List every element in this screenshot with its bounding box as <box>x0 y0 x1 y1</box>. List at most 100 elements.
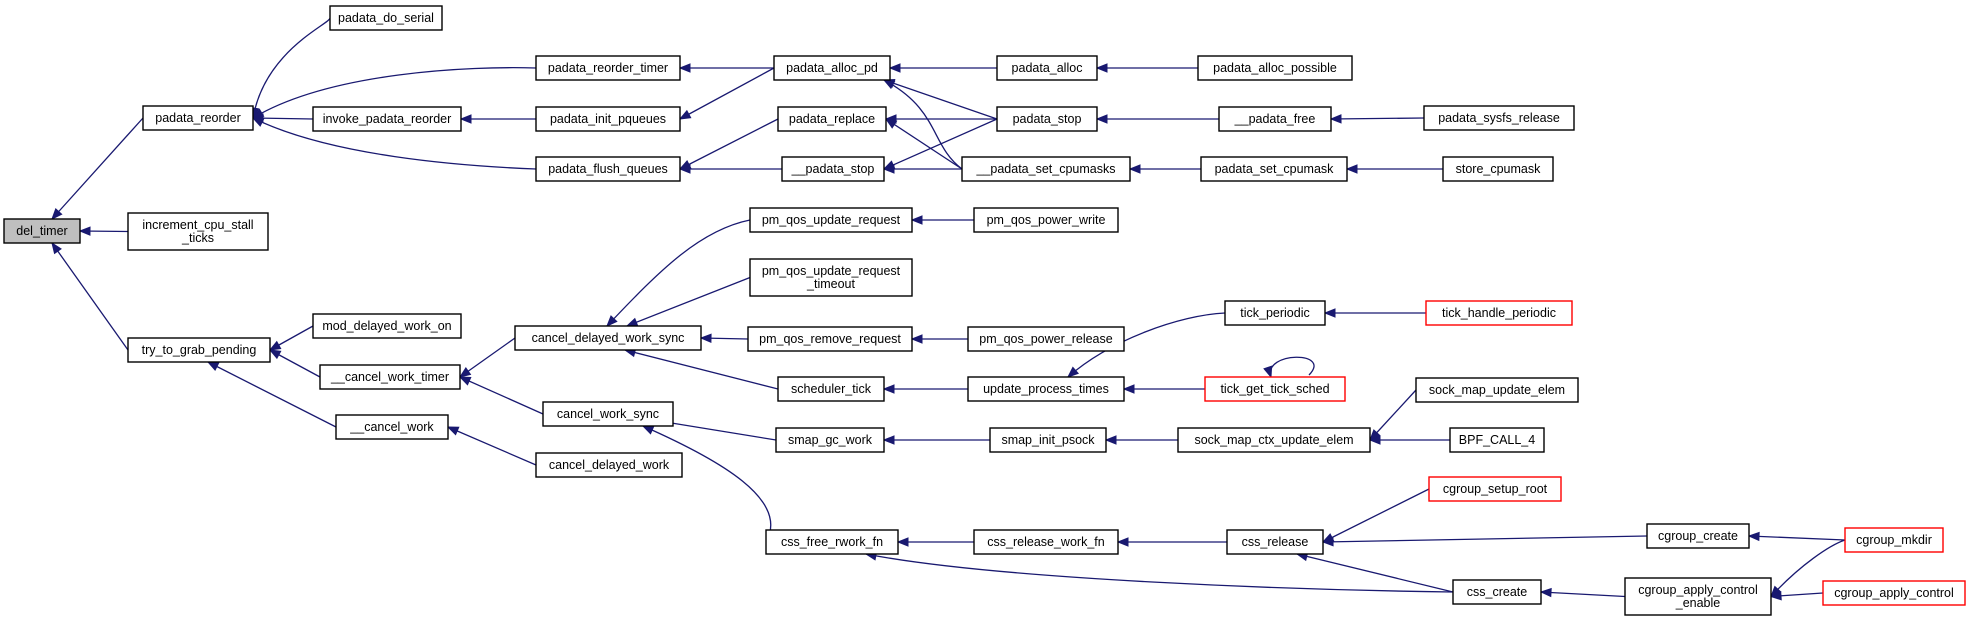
node-pm-qos-update-request-timeout[interactable]: pm_qos_update_request_timeout <box>749 258 913 297</box>
node-del-timer[interactable]: del_timer <box>3 218 81 244</box>
node-label: cgroup_setup_root <box>1443 482 1548 496</box>
edge-line <box>51 117 144 220</box>
edge-line <box>885 118 963 170</box>
arrowhead-icon <box>641 425 655 435</box>
edge-cancel_work_sync-to-__cancel_work_timer <box>458 376 544 415</box>
node-box <box>1822 580 1966 606</box>
node-padata-stop[interactable]: padata_stop <box>996 106 1098 132</box>
node-pm-qos-update-request[interactable]: pm_qos_update_request <box>749 207 913 233</box>
node-update-process-times[interactable]: update_process_times <box>967 376 1125 402</box>
node-sock-map-update-elem[interactable]: sock_map_update_elem <box>1415 377 1579 403</box>
edge-__padata_free-to-padata_stop <box>1095 114 1219 124</box>
arrowhead-icon <box>910 215 923 225</box>
node-scheduler-tick[interactable]: scheduler_tick <box>777 376 885 402</box>
edge-line <box>459 337 516 378</box>
edge-tick_handle_periodic-to-tick_periodic <box>1323 308 1426 318</box>
arrowhead-icon <box>51 208 63 221</box>
node-sock-map-ctx-update-elem[interactable]: sock_map_ctx_update_elem <box>1177 427 1371 453</box>
node-cancel-work-sync[interactable]: cancel_work_sync <box>542 401 674 427</box>
node-padata-set-cpumask[interactable]: padata_set_cpumask <box>1200 156 1348 182</box>
node-padata-free[interactable]: __padata_free <box>1218 106 1332 132</box>
node-box <box>127 337 271 363</box>
edge-css_release-to-css_release_work_fn <box>1116 537 1227 547</box>
node-padata-do-serial[interactable]: padata_do_serial <box>329 5 443 31</box>
node-box <box>1224 300 1326 326</box>
node-padata-set-cpumasks[interactable]: __padata_set_cpumasks <box>961 156 1131 182</box>
node-increment-cpu-stall-ticks[interactable]: increment_cpu_stall_ticks <box>127 212 269 251</box>
node-cancel-work-timer[interactable]: __cancel_work_timer <box>319 364 461 390</box>
node-cancel-work[interactable]: __cancel_work <box>335 414 449 440</box>
node-label: smap_gc_work <box>788 433 873 447</box>
node-cancel-delayed-work-sync[interactable]: cancel_delayed_work_sync <box>514 325 702 351</box>
node-tick-handle-periodic[interactable]: tick_handle_periodic <box>1425 300 1573 326</box>
node-cgroup-apply-control[interactable]: cgroup_apply_control <box>1822 580 1966 606</box>
node-pm-qos-remove-request[interactable]: pm_qos_remove_request <box>747 326 913 352</box>
node-label: css_free_rwork_fn <box>781 535 883 549</box>
node-box <box>1197 55 1353 81</box>
edge-padata_alloc_pd-to-padata_reorder_timer <box>678 63 774 73</box>
node-pm-qos-power-write[interactable]: pm_qos_power_write <box>973 207 1119 233</box>
node-box <box>996 106 1098 132</box>
edge-line <box>252 117 537 170</box>
node-padata-reorder[interactable]: padata_reorder <box>142 105 254 131</box>
arrowhead-icon <box>882 79 896 90</box>
arrowhead-icon <box>678 109 692 120</box>
node-padata-replace[interactable]: padata_replace <box>777 106 887 132</box>
edge-css_create-to-css_release <box>1295 551 1454 593</box>
node-label: padata_stop <box>1013 112 1082 126</box>
edge-padata_alloc_possible-to-padata_alloc <box>1095 63 1198 73</box>
arrowhead-icon <box>268 349 282 360</box>
node-padata-sysfs-release[interactable]: padata_sysfs_release <box>1423 105 1575 131</box>
node-box <box>142 105 254 131</box>
node-padata-alloc-pd[interactable]: padata_alloc_pd <box>773 55 891 81</box>
node-label: sock_map_ctx_update_elem <box>1194 433 1353 447</box>
node-try-to-grab-pending[interactable]: try_to_grab_pending <box>127 337 271 363</box>
edge-tick_get_tick_sched-to-update_process_times <box>1122 384 1205 394</box>
node-box <box>535 452 683 478</box>
node-cgroup-setup-root[interactable]: cgroup_setup_root <box>1428 476 1562 502</box>
node-css-create[interactable]: css_create <box>1452 579 1542 605</box>
edge-padata_flush_queues-to-padata_reorder <box>251 117 537 170</box>
node-pm-qos-power-release[interactable]: pm_qos_power_release <box>967 326 1125 352</box>
node-smap-init-psock[interactable]: smap_init_psock <box>989 427 1107 453</box>
arrowhead-icon <box>625 317 639 327</box>
node-invoke-padata-reorder[interactable]: invoke_padata_reorder <box>312 106 462 132</box>
node-label: padata_init_pqueues <box>550 112 666 126</box>
edge-line <box>642 425 772 543</box>
node-css-release[interactable]: css_release <box>1226 529 1324 555</box>
arrowhead-icon <box>678 63 691 73</box>
node-padata-reorder-timer[interactable]: padata_reorder_timer <box>535 55 681 81</box>
node-box <box>329 5 443 31</box>
arrowhead-icon <box>251 117 265 127</box>
edge-BPF_CALL_4-to-sock_map_ctx_update_elem <box>1368 435 1450 445</box>
node-cgroup-apply-control-enable[interactable]: cgroup_apply_control_enable <box>1624 577 1772 616</box>
edge-__padata_set_cpumasks-to-padata_replace <box>884 118 963 170</box>
node-padata-init-pqueues[interactable]: padata_init_pqueues <box>535 106 681 132</box>
node-box <box>1442 156 1554 182</box>
node-label: __padata_set_cpumasks <box>976 162 1116 176</box>
node-padata-alloc-possible[interactable]: padata_alloc_possible <box>1197 55 1353 81</box>
node-cgroup-create[interactable]: cgroup_create <box>1646 523 1750 549</box>
node-padata-flush-queues[interactable]: padata_flush_queues <box>535 156 681 182</box>
node-css-release-work-fn[interactable]: css_release_work_fn <box>973 529 1119 555</box>
node-label: _timeout <box>806 277 855 291</box>
node-BPF-CALL-4[interactable]: BPF_CALL_4 <box>1449 427 1545 453</box>
node-padata-stop[interactable]: __padata_stop <box>781 156 885 182</box>
arrowhead-icon <box>896 537 909 547</box>
edge-padata_sysfs_release-to-__padata_free <box>1329 114 1425 124</box>
node-cgroup-mkdir[interactable]: cgroup_mkdir <box>1844 527 1944 553</box>
node-css-free-rwork-fn[interactable]: css_free_rwork_fn <box>765 529 899 555</box>
node-tick-get-tick-sched[interactable]: tick_get_tick_sched <box>1204 376 1346 402</box>
node-cancel-delayed-work[interactable]: cancel_delayed_work <box>535 452 683 478</box>
edge-line <box>865 553 1454 593</box>
node-tick-periodic[interactable]: tick_periodic <box>1224 300 1326 326</box>
edge-line <box>1322 535 1648 543</box>
node-padata-alloc[interactable]: padata_alloc <box>996 55 1098 81</box>
node-smap-gc-work[interactable]: smap_gc_work <box>775 427 885 453</box>
node-mod-delayed-work-on[interactable]: mod_delayed_work_on <box>312 313 462 339</box>
node-label: padata_reorder <box>155 111 240 125</box>
node-store-cpumask[interactable]: store_cpumask <box>1442 156 1554 182</box>
edge-sock_map_update_elem-to-sock_map_ctx_update_elem <box>1369 389 1417 441</box>
node-box <box>781 156 885 182</box>
arrowhead-icon <box>882 384 895 394</box>
